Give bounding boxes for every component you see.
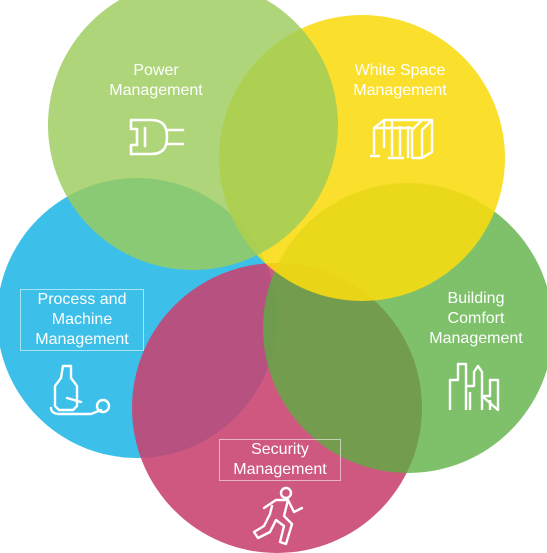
running-person-icon (250, 486, 306, 548)
building-comfort-label-line-1: Building (447, 290, 505, 307)
building-comfort-label-line-3: Management (429, 330, 523, 347)
process-machine-label-line-1: Process and (37, 291, 127, 308)
power-plug-icon (125, 114, 187, 160)
buildings-icon (446, 356, 506, 414)
process-machine-label-line-3: Management (35, 331, 129, 348)
rack-icon (368, 112, 438, 162)
process-machine-label: Process and Machine Management (20, 289, 144, 351)
security-label-line-1: Security (251, 441, 309, 458)
power-label: Power Management (86, 61, 226, 101)
building-comfort-label-line-2: Comfort (447, 310, 505, 327)
power-circle (48, 0, 338, 270)
building-comfort-label: Building Comfort Management (410, 289, 542, 349)
power-label-line-2: Management (109, 82, 203, 99)
security-label: Security Management (219, 439, 341, 481)
white-space-label: White Space Management (330, 61, 470, 101)
white-space-label-line-2: Management (353, 82, 447, 99)
security-label-line-2: Management (233, 461, 327, 478)
white-space-label-line-1: White Space (354, 62, 446, 79)
hand-truck-icon (47, 362, 113, 418)
power-label-line-1: Power (133, 62, 179, 79)
process-machine-label-line-2: Machine (51, 311, 113, 328)
